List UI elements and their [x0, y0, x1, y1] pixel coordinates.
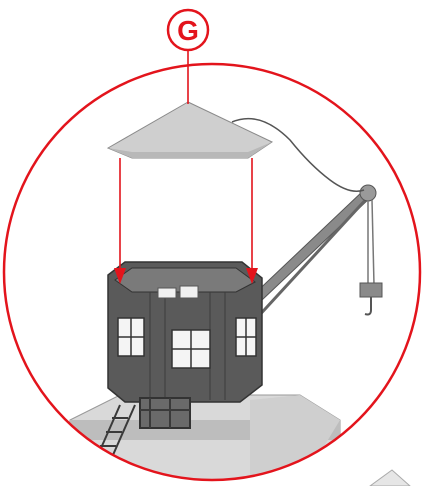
platform-base: [70, 395, 340, 486]
roof-part: [108, 102, 272, 158]
magnified-view: [70, 102, 382, 486]
crane-boom: [248, 185, 382, 320]
crane-cab: [108, 262, 262, 402]
corner-fragment: [370, 470, 410, 486]
callout-letter: G: [177, 15, 199, 46]
callout-badge: G: [168, 10, 208, 50]
